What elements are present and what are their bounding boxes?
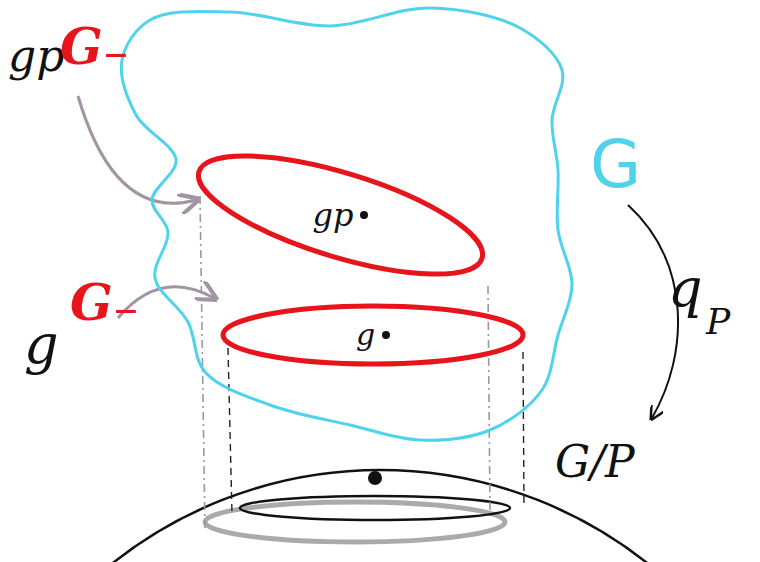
group-label: G [590,132,641,198]
ellipse-content: g [220,302,526,368]
element-point [360,211,368,219]
blob-outline [110,0,650,452]
ellipse-content: gp [188,140,493,290]
element-label: g [356,320,375,350]
quotient-label: G/P [555,440,635,484]
leader-arrow [78,96,196,203]
coset-factor: gp [8,34,64,78]
ellipse-path [187,132,495,299]
coset-ellipse: g [220,302,526,368]
sphere-outline [0,470,760,562]
coset-factor: g [24,318,59,372]
ellipse-path [223,306,523,364]
element-point [382,331,390,339]
element-label: gp [313,199,354,231]
coset-ellipse: gp [188,140,493,290]
projected-disk [240,496,510,520]
group-region: Ggp g [110,0,650,452]
map-name: q [668,262,703,316]
subgroup-symbol: G₋ [70,278,139,328]
base-point [368,471,382,485]
projection-line [523,352,524,508]
projection-line [228,348,232,514]
projection-line [488,286,490,512]
map-subscript: P [706,304,730,340]
blob-path [121,8,572,440]
subgroup-symbol: G₋ [60,22,129,72]
grey-loop [205,502,505,542]
